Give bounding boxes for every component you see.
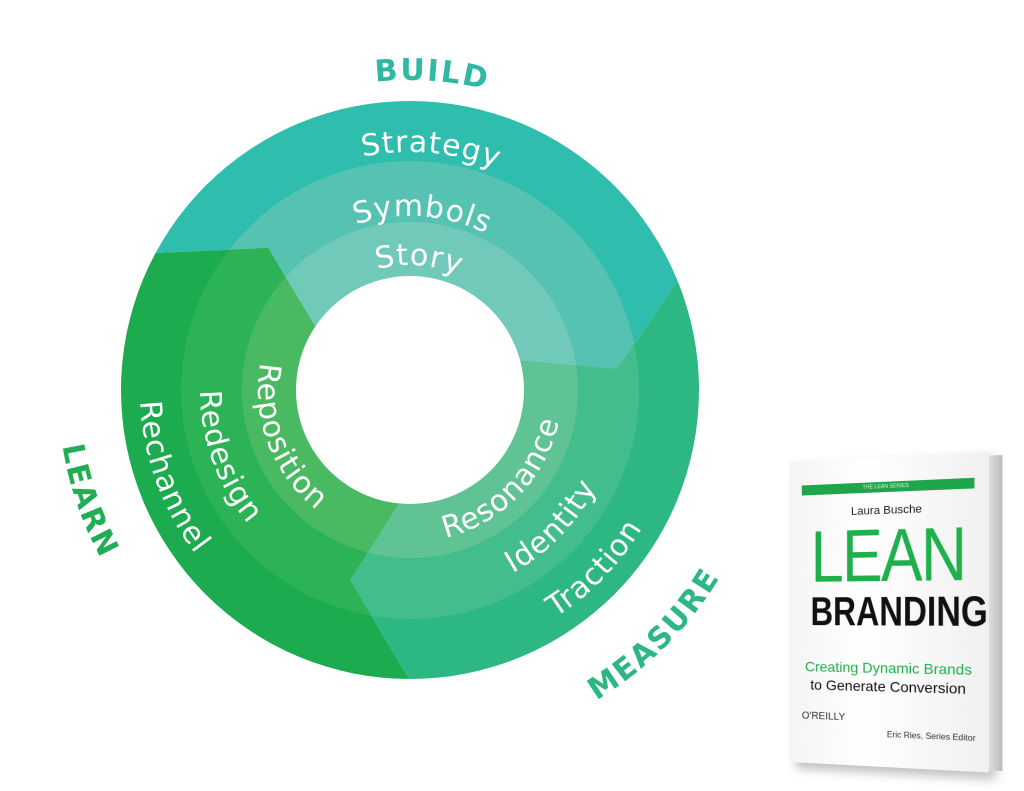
- book-spine: [989, 455, 1003, 771]
- publisher-logo: O'REILLY: [802, 710, 845, 723]
- book-series-editor: Eric Ries, Series Editor: [887, 730, 976, 743]
- book-subtitle-line1: Creating Dynamic Brands: [790, 658, 989, 678]
- book-title-branding: BRANDING: [811, 591, 966, 633]
- book-series-banner: THE LEAN SERIES: [802, 478, 975, 496]
- phase-label-build: BUILD: [373, 53, 492, 97]
- center-hole: [296, 276, 524, 504]
- book-title-lean: LEAN: [807, 516, 970, 594]
- phase-label-learn: LEARN: [54, 441, 125, 564]
- book-subtitle-line2: to Generate Conversion: [790, 676, 989, 698]
- book-cover: THE LEAN SERIES Laura Busche LEAN BRANDI…: [790, 451, 989, 772]
